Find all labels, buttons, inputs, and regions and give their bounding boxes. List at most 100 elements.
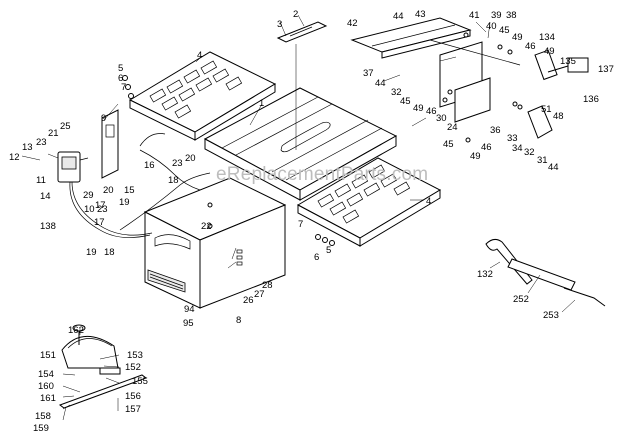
callout-27: 27 [254, 289, 265, 300]
callout-4-right: 4 [426, 196, 431, 207]
callout-134: 134 [539, 32, 555, 43]
callout-13: 13 [22, 142, 33, 153]
callout-21: 21 [48, 128, 59, 139]
callout-8: 8 [236, 315, 241, 326]
callout-18-a: 18 [168, 175, 179, 186]
callout-37: 37 [363, 68, 374, 79]
callout-155: 155 [132, 376, 148, 387]
miter-gauge [58, 324, 148, 409]
callout-154: 154 [38, 369, 54, 380]
callout-46-a: 46 [525, 41, 536, 52]
callout-9: 9 [101, 113, 106, 124]
callout-46-c: 46 [481, 142, 492, 153]
callout-44-a: 44 [393, 11, 404, 22]
callout-7-right: 7 [298, 219, 303, 230]
callout-24: 24 [447, 122, 458, 133]
callout-153: 153 [127, 350, 143, 361]
callout-36: 36 [490, 125, 501, 136]
power-cords [69, 133, 211, 238]
callout-32-a: 32 [391, 87, 402, 98]
callout-34: 34 [512, 143, 523, 154]
switch-box [57, 151, 89, 183]
callout-32-b: 32 [524, 147, 535, 158]
callout-39: 39 [491, 10, 502, 21]
callout-44-b: 44 [375, 78, 386, 89]
callout-5-left: 5 [118, 63, 123, 74]
callout-44-c: 44 [548, 162, 559, 173]
rear-plate [101, 109, 119, 179]
callout-labels: 2 3 4 5 6 7 9 1 12 13 23 21 25 11 14 29 … [9, 9, 614, 434]
callout-45-b: 45 [400, 96, 411, 107]
callout-6-right: 6 [314, 252, 319, 263]
callout-2: 2 [293, 9, 298, 20]
callout-10: 10 [84, 204, 95, 215]
callout-18-b: 18 [104, 247, 115, 258]
callout-38: 38 [506, 10, 517, 21]
leader-lines [21, 14, 576, 421]
callout-253: 253 [543, 310, 559, 321]
callout-137: 137 [598, 64, 614, 75]
callout-49-d: 49 [470, 151, 481, 162]
callout-43: 43 [415, 9, 426, 20]
callout-30: 30 [436, 113, 447, 124]
callout-51: 51 [541, 104, 552, 115]
callout-132: 132 [477, 269, 493, 280]
callout-136: 136 [583, 94, 599, 105]
callout-12: 12 [9, 152, 20, 163]
callout-22: 22 [201, 221, 212, 232]
callout-156: 156 [125, 391, 141, 402]
callout-252: 252 [513, 294, 529, 305]
table-insert [276, 21, 328, 150]
callout-94: 94 [184, 304, 195, 315]
callout-16: 16 [144, 160, 155, 171]
callout-14: 14 [40, 191, 51, 202]
callout-25: 25 [60, 121, 71, 132]
callout-95: 95 [183, 318, 194, 329]
callout-49-a: 49 [512, 32, 523, 43]
callout-46-b: 46 [426, 106, 437, 117]
blade-wrench [485, 238, 533, 285]
watermark: eReplacementParts.com [216, 164, 428, 185]
callout-19-a: 19 [86, 247, 97, 258]
callout-11: 11 [36, 175, 46, 186]
callout-3: 3 [277, 19, 282, 30]
left-extension-wing [128, 51, 277, 141]
cabinet-base [143, 177, 287, 309]
callout-23-a: 23 [36, 137, 47, 148]
callout-135: 135 [560, 56, 576, 67]
callout-17-b: 17 [94, 217, 105, 228]
callout-29: 29 [83, 190, 94, 201]
callout-160: 160 [38, 381, 54, 392]
push-stick [507, 258, 576, 291]
callout-138: 138 [40, 221, 56, 232]
callout-45-a: 45 [499, 25, 510, 36]
callout-1: 1 [259, 98, 264, 109]
callout-41: 41 [469, 10, 480, 21]
callout-31: 31 [537, 155, 548, 166]
callout-157: 157 [125, 404, 141, 415]
callout-17-a: 17 [95, 200, 106, 211]
callout-48: 48 [553, 111, 564, 122]
callout-159: 159 [33, 423, 49, 434]
callout-15: 15 [124, 185, 135, 196]
callout-42: 42 [347, 18, 358, 29]
hardware [122, 32, 523, 246]
hex-key [563, 287, 606, 307]
callout-152: 152 [125, 362, 141, 373]
callout-19-b: 19 [119, 197, 130, 208]
callout-5-right: 5 [326, 245, 331, 256]
callout-49-c: 49 [413, 103, 424, 114]
callout-20-b: 20 [185, 153, 196, 164]
callout-33: 33 [507, 133, 518, 144]
callout-20-a: 20 [103, 185, 114, 196]
callout-23-c: 23 [97, 204, 108, 215]
callout-162: 162 [68, 325, 84, 336]
callout-23-b: 23 [172, 158, 183, 169]
callout-151: 151 [40, 350, 56, 361]
callout-158: 158 [35, 411, 51, 422]
callout-40: 40 [486, 21, 497, 32]
table-top [203, 87, 398, 201]
callout-28: 28 [262, 280, 273, 291]
